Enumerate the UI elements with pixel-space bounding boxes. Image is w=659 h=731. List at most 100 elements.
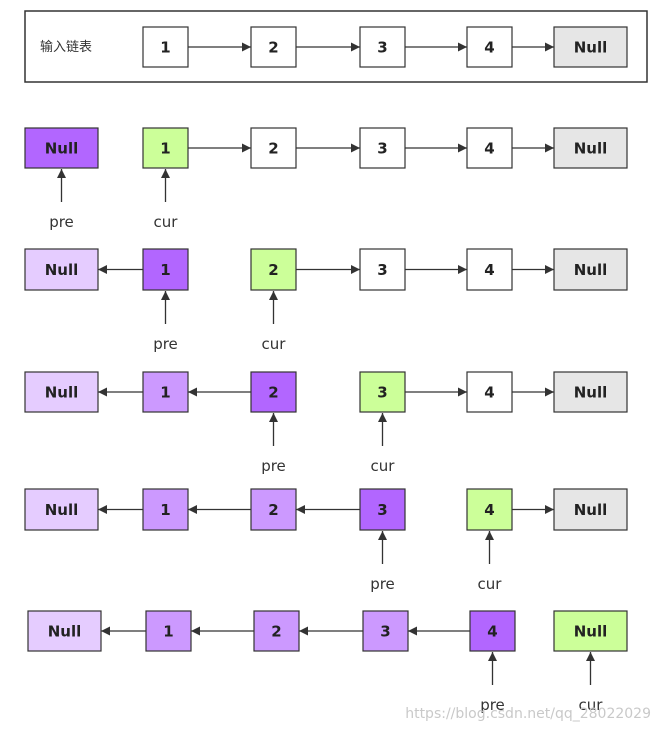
list-node: 1 [142,26,189,68]
node-label: 2 [268,384,278,402]
list-node: 3 [359,248,406,291]
list-node: Null [553,371,628,413]
node-label: 3 [377,384,387,402]
node-box [253,610,300,652]
node-label: 2 [268,39,278,57]
list-node: 2 [250,127,297,169]
pointer-label-cur: cur [478,575,503,593]
list-node: 4 [466,127,513,169]
list-node: 1 [142,248,189,291]
node-label: 1 [160,39,170,57]
node-label: 2 [268,501,278,519]
node-label: 2 [268,261,278,279]
node-label: Null [574,39,608,57]
node-box [553,127,628,169]
node-box [359,127,406,169]
node-label: 1 [160,501,170,519]
node-label: 1 [160,140,170,158]
node-label: Null [574,140,608,158]
node-label: Null [45,261,79,279]
node-label: 2 [271,623,281,641]
node-label: 3 [377,39,387,57]
pointer-label-cur: cur [154,213,179,231]
node-label: 4 [487,623,497,641]
list-node: Null [553,610,628,652]
node-label: Null [574,501,608,519]
list-node: 4 [466,488,513,531]
list-node: 3 [359,26,406,68]
node-label: Null [48,623,82,641]
list-node: 2 [250,488,297,531]
list-node: 2 [250,371,297,413]
list-node: Null [553,127,628,169]
list-node: Null [553,248,628,291]
step-row: 1 2 3 4 Null [142,26,628,68]
node-label: Null [45,501,79,519]
node-box [142,26,189,68]
node-label: Null [574,623,608,641]
pointer-label-pre: pre [153,335,178,353]
list-node: Null [27,610,102,652]
list-node: Null [24,488,99,531]
list-node: 3 [362,610,409,652]
node-label: 1 [163,623,173,641]
list-node: 4 [466,371,513,413]
list-node: 1 [142,488,189,531]
node-label: 1 [160,384,170,402]
node-box [553,371,628,413]
list-node: Null [553,26,628,68]
step-row: Null 1 2 3 4 Null pre cur [24,488,628,593]
node-label: 3 [380,623,390,641]
node-label: Null [574,384,608,402]
node-box [24,488,99,531]
list-node: 2 [253,610,300,652]
node-label: 2 [268,140,278,158]
node-box [24,371,99,413]
list-node: 4 [466,248,513,291]
node-box [142,488,189,531]
step-row: Null 1 2 3 4 Null pre cur [27,610,628,714]
node-label: 1 [160,261,170,279]
node-box [145,610,192,652]
node-box [359,248,406,291]
node-label: 3 [377,501,387,519]
watermark: https://blog.csdn.net/qq_28022029 [405,706,651,722]
node-label: 3 [377,261,387,279]
list-node: Null [553,488,628,531]
step-row: Null 1 2 3 4 Null pre cur [24,127,628,231]
node-box [553,248,628,291]
node-box [553,610,628,652]
node-box [250,488,297,531]
list-node: 2 [250,248,297,291]
node-box [359,371,406,413]
node-label: 4 [484,384,494,402]
list-node: Null [24,371,99,413]
pointer-label-pre: pre [370,575,395,593]
node-box [359,488,406,531]
list-node: 3 [359,371,406,413]
node-box [362,610,409,652]
pointer-label-pre: pre [49,213,74,231]
node-label: 3 [377,140,387,158]
node-box [142,248,189,291]
node-label: 4 [484,261,494,279]
node-label: Null [45,140,79,158]
list-node: 1 [142,127,189,169]
pointer-label-cur: cur [579,696,604,714]
list-node: 2 [250,26,297,68]
node-box [250,26,297,68]
input-list-frame [24,10,648,83]
input-list-title: 输入链表 [40,39,92,55]
list-node: 4 [469,610,516,652]
list-node: 1 [142,371,189,413]
list-node: 3 [359,127,406,169]
node-label: 4 [484,501,494,519]
node-label: 4 [484,39,494,57]
node-box [466,248,513,291]
pointer-label-pre: pre [480,696,505,714]
list-node: Null [24,127,99,169]
node-box [466,488,513,531]
